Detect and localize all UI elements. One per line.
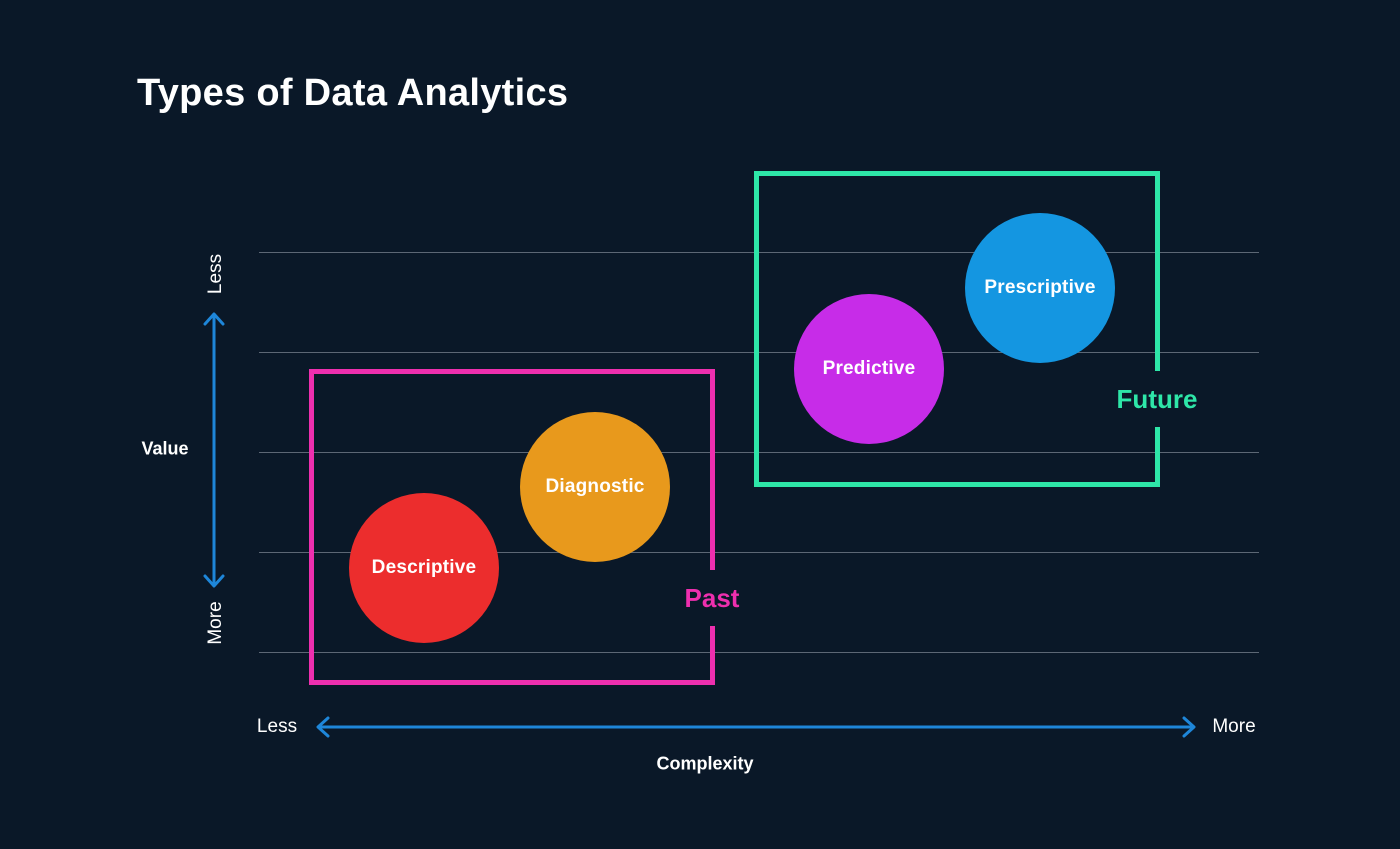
- value-axis-more-label: More: [205, 601, 226, 645]
- gridline: [259, 352, 1259, 353]
- value-axis-arrow-icon: [203, 312, 225, 588]
- complexity-axis-arrow-icon: [316, 716, 1196, 738]
- future-label: Future: [1108, 371, 1206, 427]
- future-group-box: [754, 171, 1160, 487]
- value-axis-label: Value: [141, 438, 189, 459]
- past-group-box: [309, 369, 715, 685]
- complexity-axis-more-label: More: [1212, 716, 1256, 737]
- gridline: [259, 252, 1259, 253]
- gridline: [259, 452, 1259, 453]
- bubble-diagnostic: Diagnostic: [520, 412, 670, 563]
- bubble-prescriptive: Prescriptive: [965, 213, 1115, 363]
- complexity-axis-less-label: Less: [256, 716, 298, 737]
- past-label: Past: [676, 570, 748, 626]
- bubble-predictive: Predictive: [794, 294, 944, 445]
- bubble-descriptive: Descriptive: [349, 493, 499, 643]
- chart-title: Types of Data Analytics: [137, 72, 569, 114]
- gridline: [259, 552, 1259, 553]
- complexity-axis-label: Complexity: [656, 753, 754, 774]
- gridline: [259, 652, 1259, 653]
- value-axis-less-label: Less: [205, 253, 226, 295]
